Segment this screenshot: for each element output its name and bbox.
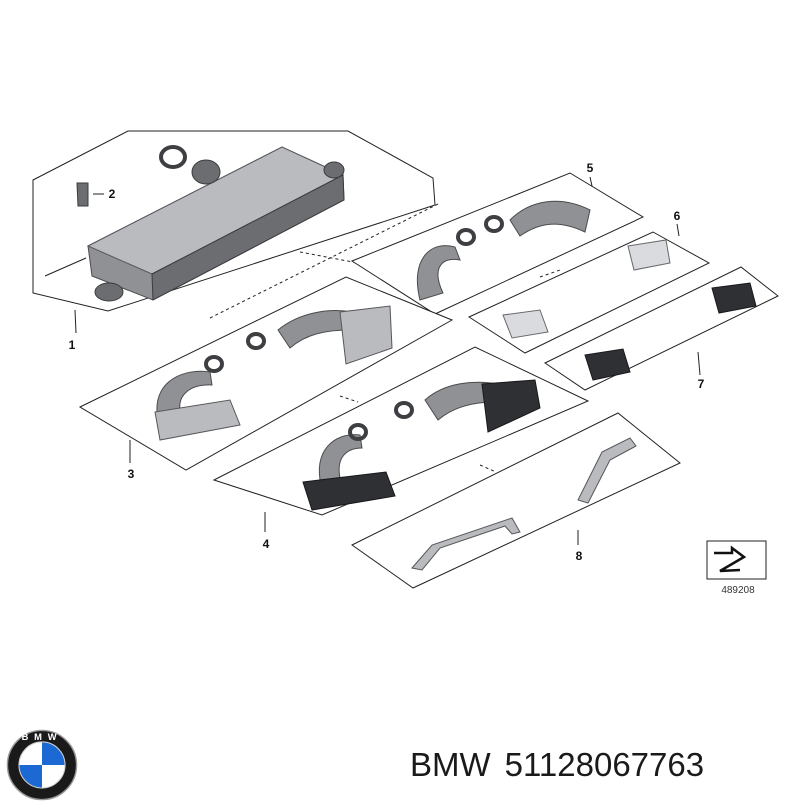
panel-6: [467, 223, 711, 354]
brand-name: BMW: [410, 746, 491, 783]
bmw-logo: BMW: [6, 729, 78, 801]
callout-2: 2: [109, 187, 116, 201]
callout-5: 5: [587, 161, 594, 175]
callout-6: 6: [674, 209, 681, 223]
callout-7: 7: [698, 377, 705, 391]
panel-7: [544, 266, 779, 391]
callout-1: 1: [69, 338, 76, 352]
panel-8-brackets: [351, 412, 681, 589]
callout-8: 8: [576, 549, 583, 563]
chrome-tip: [502, 239, 671, 339]
panel-3-silver-tailpipe-kit: [78, 276, 454, 471]
bracket-part-2: [76, 182, 104, 207]
rear-muffler: [44, 145, 345, 302]
panel-5: [350, 172, 645, 315]
svg-text:BMW: BMW: [22, 732, 63, 742]
reference-number: 489208: [721, 585, 755, 596]
callout-3: 3: [128, 467, 135, 481]
panel-1-rear-muffler: [32, 130, 436, 334]
part-number: 51128067763: [504, 746, 705, 783]
panel-4-black-tailpipe-kit: [212, 346, 590, 532]
reference-icon-box: [706, 540, 767, 580]
callout-4: 4: [263, 537, 270, 551]
part-caption: BMW 51128067763: [410, 740, 790, 790]
